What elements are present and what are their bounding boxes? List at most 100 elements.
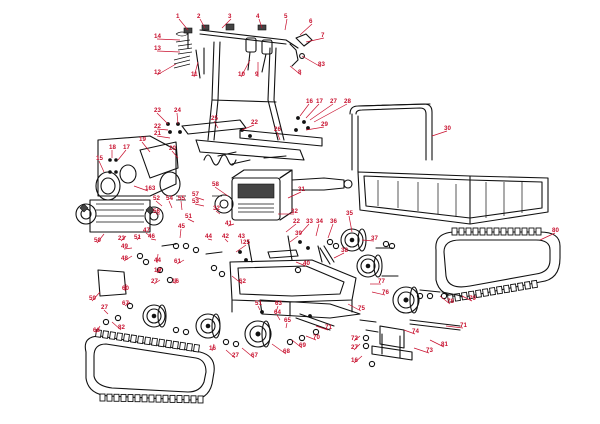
callout-number: 16 xyxy=(306,98,313,105)
callout-number: 22 xyxy=(293,218,300,225)
track-tread-segment xyxy=(479,227,486,236)
road-wheel-upper-1 xyxy=(340,228,367,252)
callout-leader xyxy=(539,232,556,241)
callout-number: 67 xyxy=(251,352,258,359)
track-tread-segment xyxy=(183,395,190,404)
track-tread-segment xyxy=(503,284,510,294)
callout-number: 15 xyxy=(96,155,103,162)
callout-number: 38 xyxy=(341,247,348,254)
callout-leader xyxy=(124,283,127,292)
callout-number: 78 xyxy=(447,298,454,305)
callout-leader xyxy=(124,301,131,307)
track-tread-segment xyxy=(507,227,514,236)
callout-leader xyxy=(257,305,261,311)
track-tread-segment xyxy=(113,393,120,402)
callout-number: 66 xyxy=(93,327,100,334)
callout-leader xyxy=(227,223,235,227)
callout-number: 23 xyxy=(118,235,125,242)
callout-number: 44 xyxy=(205,233,212,240)
callout-number: 4 xyxy=(256,13,260,20)
callout-number: 49 xyxy=(121,243,128,250)
callout-number: 18 xyxy=(154,267,161,274)
track-tread-segment xyxy=(486,227,493,236)
callout-leader xyxy=(193,61,199,78)
callout-number: 20 xyxy=(169,145,176,152)
callout-number: 50 xyxy=(94,237,101,244)
track-tread-segment xyxy=(120,393,127,402)
washer xyxy=(286,338,294,346)
callout-number: 82 xyxy=(118,324,125,331)
callout-leader xyxy=(211,343,215,352)
callout-number: 27 xyxy=(151,278,158,285)
track-tread-segment xyxy=(106,393,113,402)
callout-number: 11 xyxy=(191,71,198,78)
callout-number: 71 xyxy=(325,324,332,331)
callout-number: 63 xyxy=(275,300,282,307)
callout-leader xyxy=(194,196,205,201)
callout-number: 29 xyxy=(321,121,328,128)
callout-number: 26 xyxy=(274,126,281,133)
callout-leader xyxy=(194,203,205,207)
track-tread-segment xyxy=(151,337,158,347)
track-tread-segment xyxy=(162,394,169,403)
callout-number: 12 xyxy=(154,69,161,76)
callout-number: 17 xyxy=(123,144,130,151)
callout-number: 42 xyxy=(222,233,229,240)
callout-number: 33 xyxy=(306,218,313,225)
track-tread-segment xyxy=(127,394,134,403)
callout-leader xyxy=(120,235,127,242)
callout-number: 79 xyxy=(469,295,476,302)
callout-leader xyxy=(284,18,288,31)
callout-leader xyxy=(327,223,334,239)
callout-number: 2 xyxy=(197,13,201,20)
callout-leader xyxy=(291,339,303,349)
callout-leader xyxy=(276,131,281,141)
washer xyxy=(172,242,180,250)
callout-number: 27 xyxy=(330,98,337,105)
callout-leader xyxy=(347,303,362,312)
callout-number: 71 xyxy=(460,322,467,329)
track-tread-segment xyxy=(493,227,500,236)
callout-leader xyxy=(155,200,163,207)
washer xyxy=(416,292,424,300)
callout-leader xyxy=(305,126,325,131)
track-tread-segment xyxy=(535,227,542,236)
callout-number: 19 xyxy=(139,136,146,143)
gearbox-assembly xyxy=(75,135,181,233)
callout-leader xyxy=(439,295,451,305)
callout-leader xyxy=(199,18,206,29)
callout-leader xyxy=(117,149,127,161)
callout-leader xyxy=(156,267,163,274)
callout-number: 53 xyxy=(192,198,199,205)
track-tread-segment xyxy=(489,286,496,296)
callout-number: 59 xyxy=(89,295,96,302)
washer xyxy=(114,314,122,322)
callout-number: 46 xyxy=(148,233,155,240)
callout-number: 80 xyxy=(552,227,559,234)
track-tread-segment xyxy=(137,335,144,345)
callout-leader xyxy=(178,18,189,31)
washer xyxy=(362,334,370,342)
callout-number: 40 xyxy=(303,260,310,267)
callout-leader xyxy=(224,238,229,243)
callout-leader xyxy=(111,321,122,331)
callout-leader xyxy=(187,218,195,223)
callout-number: 163 xyxy=(145,185,156,192)
callout-leader xyxy=(221,18,232,29)
track-tread-segment xyxy=(123,333,130,343)
callout-leader xyxy=(313,103,348,123)
washer xyxy=(382,240,390,248)
washer xyxy=(368,360,376,368)
callout-number: 41 xyxy=(225,220,232,227)
callout-number: 21 xyxy=(154,130,161,137)
callout-number: 28 xyxy=(344,98,351,105)
callout-number: 23 xyxy=(154,107,161,114)
callout-number: 6 xyxy=(309,18,313,25)
track-tread-segment xyxy=(465,227,472,236)
callout-number: 3 xyxy=(228,13,232,20)
callout-leader xyxy=(445,325,464,329)
washer xyxy=(440,292,448,300)
track-tread-segment xyxy=(165,339,172,349)
callout-leader xyxy=(133,185,149,192)
